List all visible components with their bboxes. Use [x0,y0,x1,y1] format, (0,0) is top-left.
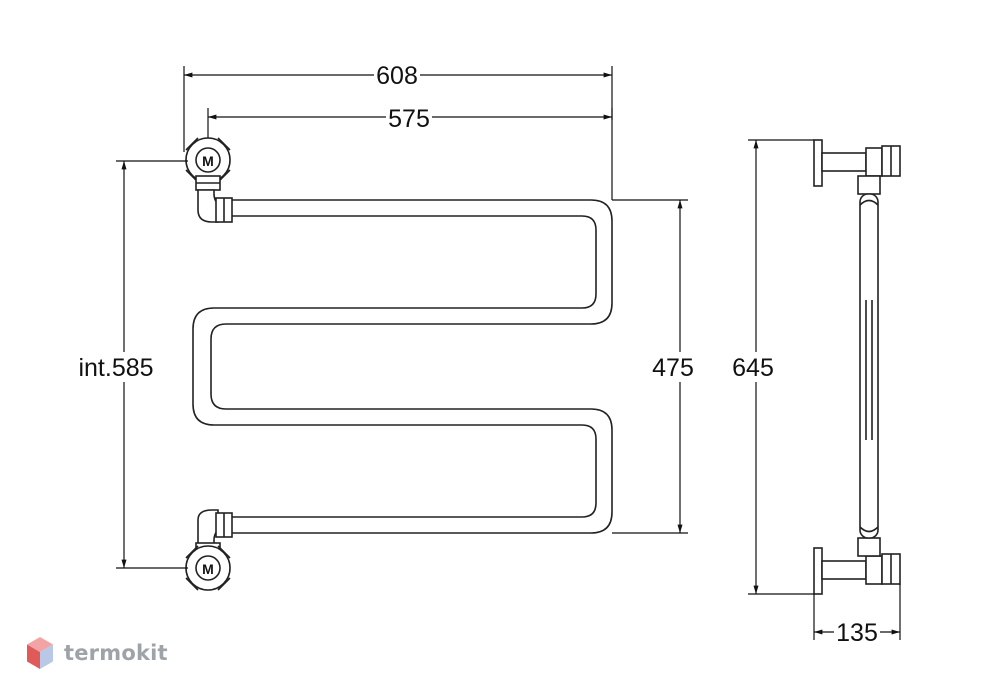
side-view [813,139,901,595]
brand-logo-icon [27,637,53,669]
label-connection-spacing-horizontal: 575 [388,105,430,133]
brand-watermark: termokit [26,636,168,670]
bottom-valve-marking: M [202,561,214,577]
top-valve [185,137,233,223]
label-overall-height: 645 [732,354,774,382]
top-valve-marking: M [202,153,214,169]
label-wall-projection: 135 [836,619,878,647]
serpentine-pipe [192,199,613,534]
label-pipe-height: 475 [652,354,694,382]
label-connection-spacing-vertical: int.585 [78,354,153,382]
brand-name: termokit [64,641,168,665]
bottom-valve [185,509,233,591]
label-overall-width: 608 [376,62,418,90]
